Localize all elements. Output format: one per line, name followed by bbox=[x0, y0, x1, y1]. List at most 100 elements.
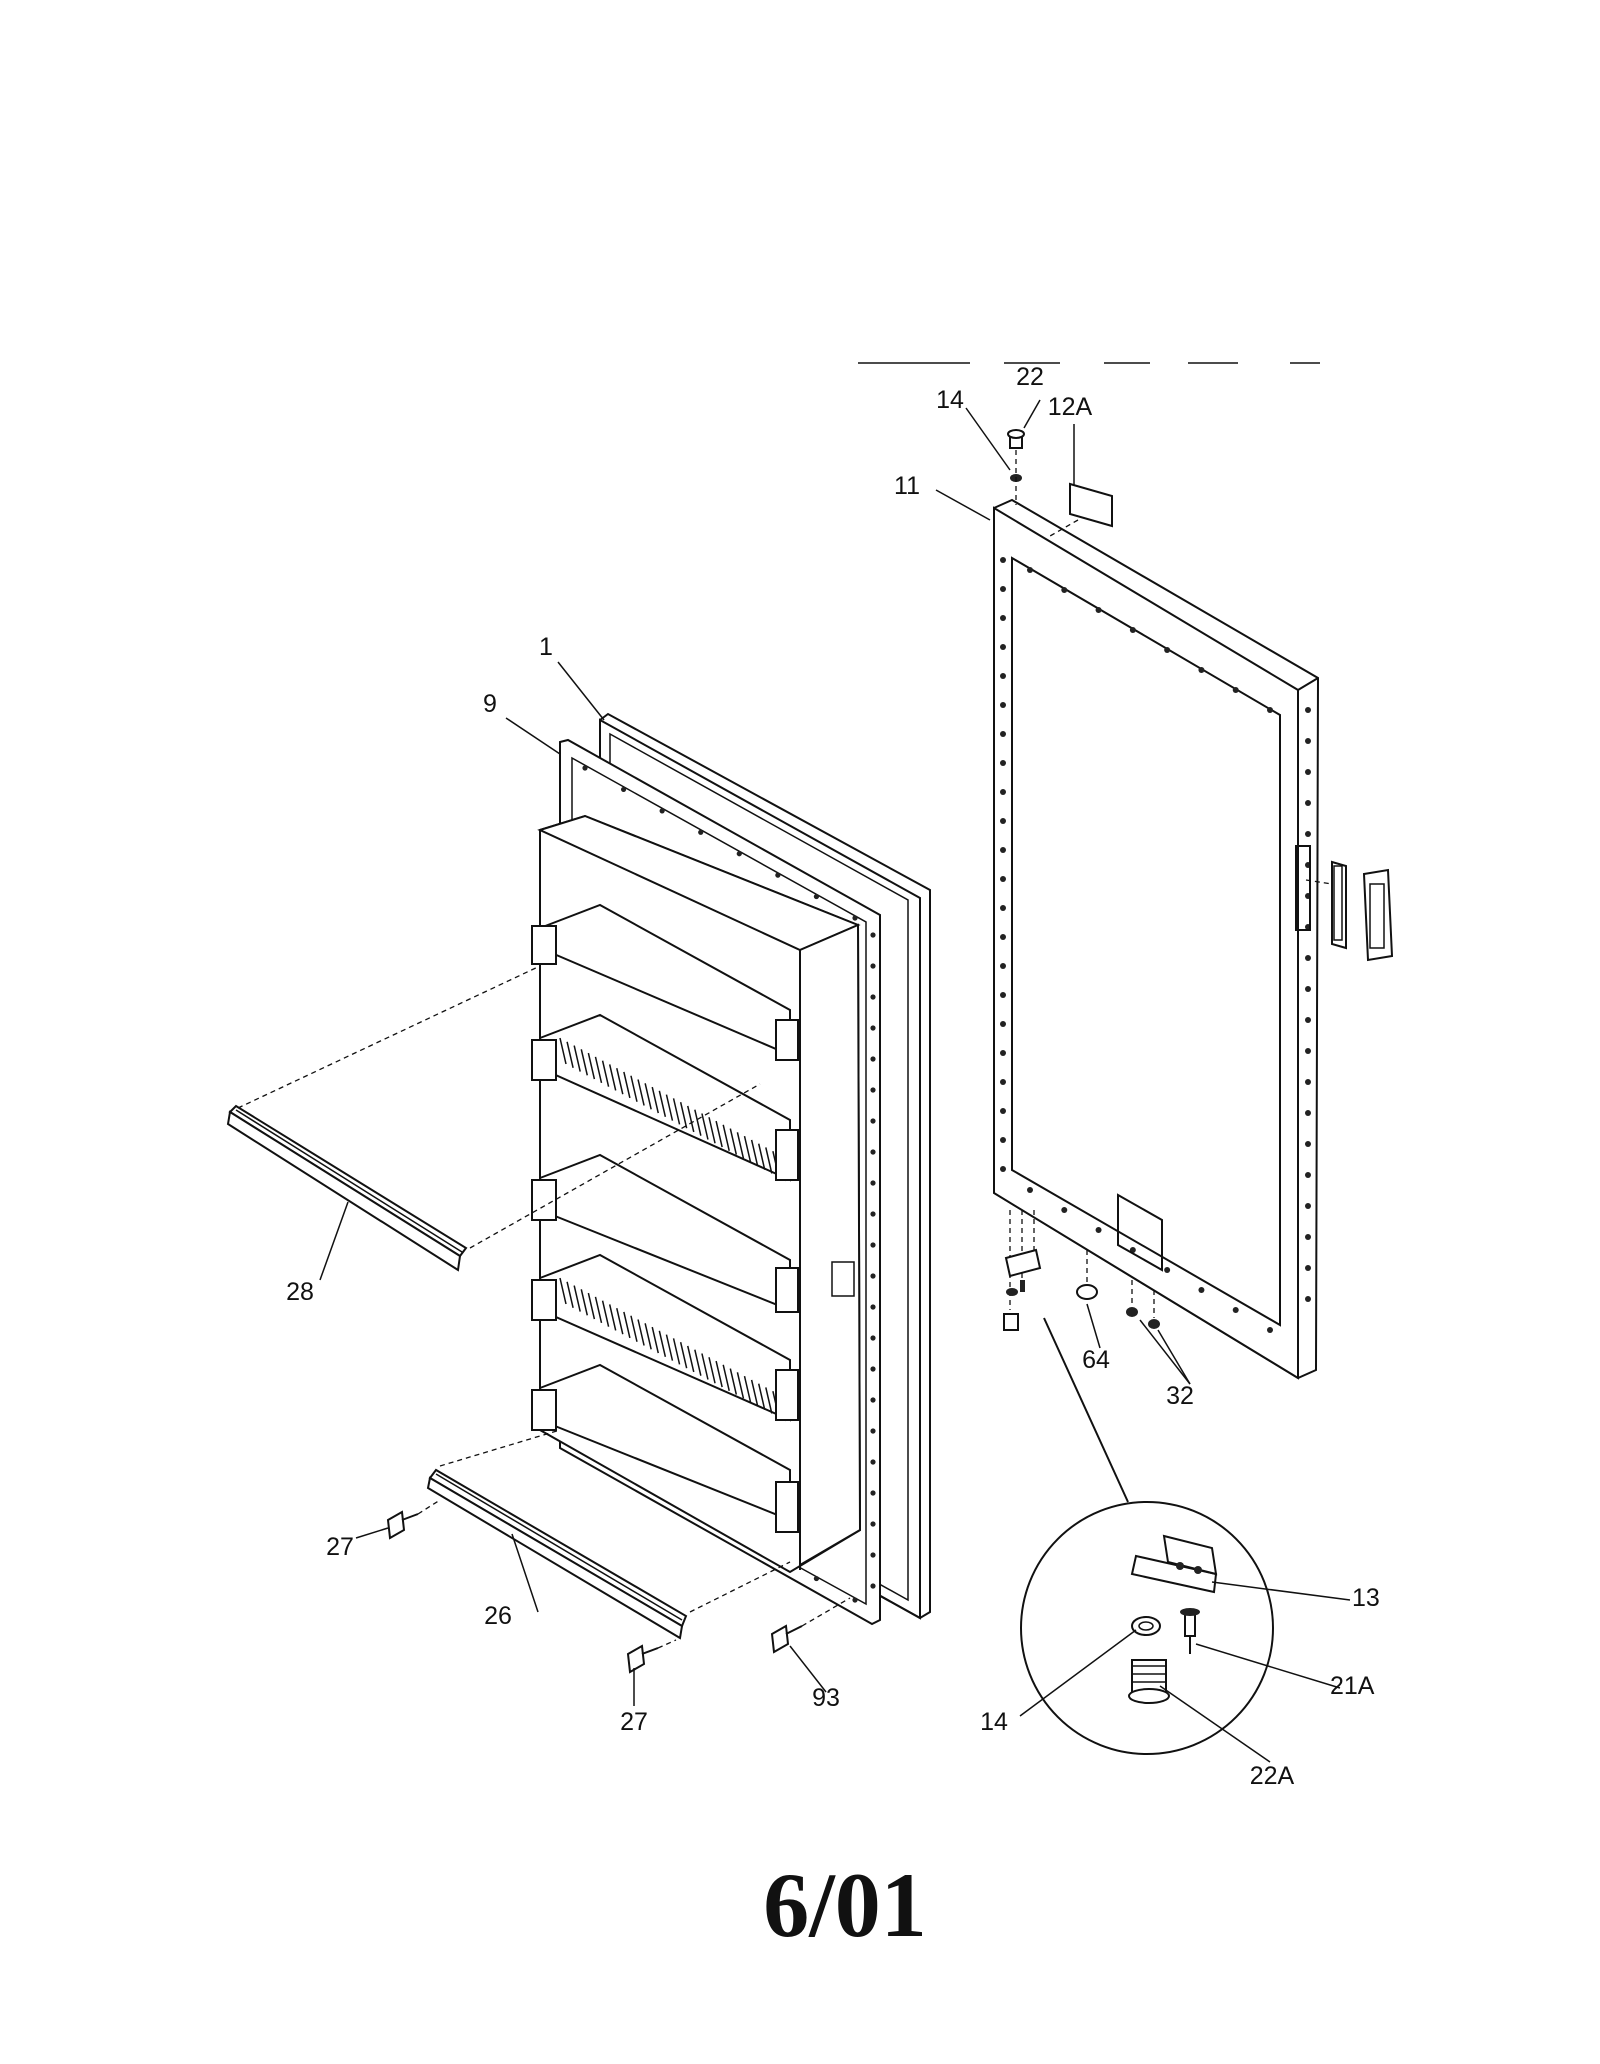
shelf-rib bbox=[757, 1143, 766, 1170]
shelf-rib bbox=[608, 1064, 617, 1091]
shelf-rib bbox=[573, 1045, 581, 1072]
shelf-rib bbox=[573, 1285, 581, 1312]
shelf-rib bbox=[687, 1345, 695, 1373]
screw-hole bbox=[870, 1118, 876, 1124]
callout-22A: 22A bbox=[1250, 1762, 1295, 1790]
callout-28: 28 bbox=[286, 1278, 314, 1306]
date-code: 6/01 bbox=[763, 1854, 927, 1956]
callout-27-left: 27 bbox=[326, 1533, 354, 1561]
screw-hole bbox=[1305, 707, 1311, 713]
screw-hole bbox=[1000, 789, 1006, 795]
screw-hole bbox=[1305, 769, 1311, 775]
screw-hole bbox=[870, 1459, 876, 1465]
shelf-rib bbox=[651, 1086, 659, 1114]
callout-21A: 21A bbox=[1330, 1672, 1375, 1700]
shelf-rib bbox=[722, 1124, 730, 1151]
screw-hole bbox=[1129, 627, 1136, 633]
shelf-rib bbox=[637, 1079, 645, 1106]
screw-hole bbox=[1000, 1079, 1006, 1085]
shelf-rib bbox=[616, 1308, 624, 1335]
screw-hole bbox=[1305, 1172, 1311, 1178]
detail-leader bbox=[1043, 1317, 1129, 1503]
screw-hole bbox=[1000, 586, 1006, 592]
shelf-rib bbox=[672, 1098, 681, 1125]
screw-hole bbox=[620, 786, 627, 793]
shelf-rib bbox=[715, 1360, 723, 1388]
shelf-rib bbox=[701, 1113, 709, 1140]
screw-hole bbox=[1267, 707, 1273, 713]
screw-hole bbox=[1164, 647, 1171, 653]
screw-hole bbox=[1305, 800, 1311, 806]
screw-hole bbox=[870, 1521, 876, 1527]
screw-hole bbox=[1232, 687, 1239, 693]
screw-hole bbox=[1305, 1296, 1311, 1302]
screw-hole bbox=[870, 1149, 876, 1155]
shelf-rib bbox=[580, 1289, 589, 1316]
callout-1: 1 bbox=[539, 633, 553, 661]
shelf-rib bbox=[750, 1379, 759, 1407]
detail-circle bbox=[1020, 1501, 1274, 1755]
screw-hole bbox=[852, 915, 858, 921]
shelf-rib bbox=[559, 1277, 567, 1305]
screw-hole bbox=[870, 963, 876, 969]
screws bbox=[386, 1499, 851, 1674]
handle-slot bbox=[1295, 845, 1311, 931]
screw-hole bbox=[813, 1575, 820, 1582]
shelf-rail-26 bbox=[426, 1429, 791, 1640]
shelf-rib bbox=[651, 1326, 659, 1354]
screw-hole bbox=[1305, 1017, 1311, 1023]
screw-hole bbox=[1305, 831, 1311, 837]
screw-hole bbox=[1027, 1187, 1033, 1193]
screw-hole bbox=[1000, 615, 1006, 621]
shelf-rib bbox=[608, 1304, 617, 1331]
screw-hole bbox=[1000, 876, 1006, 882]
shelf-rib bbox=[687, 1105, 695, 1133]
screw-hole bbox=[1000, 557, 1006, 563]
screw-hole bbox=[1000, 673, 1006, 679]
leader-lines bbox=[319, 399, 1351, 1763]
shelf-rib bbox=[587, 1052, 596, 1080]
callout-27-bottom: 27 bbox=[620, 1708, 648, 1736]
shelf-rib bbox=[658, 1090, 667, 1118]
screw-hole bbox=[1061, 587, 1068, 593]
screw-hole bbox=[1000, 847, 1006, 853]
screw-hole bbox=[870, 994, 876, 1000]
screw-hole bbox=[870, 1490, 876, 1496]
screw-hole bbox=[870, 1056, 876, 1062]
shelf-rib bbox=[672, 1338, 681, 1365]
callout-14-detail: 14 bbox=[980, 1708, 1008, 1736]
shelf-rib bbox=[679, 1101, 688, 1129]
shelf-rib bbox=[658, 1330, 667, 1358]
screw-hole bbox=[870, 1180, 876, 1186]
screw-hole bbox=[1305, 738, 1311, 744]
inner-door-panel bbox=[531, 814, 862, 1574]
screw-hole bbox=[698, 829, 704, 835]
screw-hole bbox=[870, 1304, 876, 1310]
shelf-rib bbox=[580, 1049, 589, 1076]
screw-hole bbox=[870, 1335, 876, 1341]
door-shelves bbox=[531, 903, 799, 1533]
shelf-rib bbox=[708, 1117, 716, 1144]
screw-hole bbox=[1232, 1307, 1239, 1313]
shelf-rib bbox=[644, 1083, 652, 1110]
screw-hole bbox=[852, 1597, 858, 1603]
screw-hole bbox=[870, 1397, 876, 1403]
screw-hole bbox=[1198, 667, 1205, 673]
outer-door-panel bbox=[993, 498, 1320, 1380]
shelf-rib bbox=[665, 1094, 674, 1121]
bottom-slot bbox=[1117, 1193, 1163, 1272]
screw-hole bbox=[870, 1552, 876, 1558]
screw-hole bbox=[1267, 1327, 1273, 1333]
screw-hole bbox=[1000, 760, 1006, 766]
screw-hole bbox=[659, 808, 665, 814]
shelf-rib bbox=[630, 1075, 638, 1102]
screw-hole bbox=[1000, 644, 1006, 650]
callout-9: 9 bbox=[483, 690, 497, 718]
screw-hole bbox=[1198, 1287, 1205, 1293]
shelf-rib bbox=[559, 1037, 567, 1065]
callout-11: 11 bbox=[894, 472, 920, 500]
screw-hole bbox=[1000, 905, 1006, 911]
callout-14-top: 14 bbox=[936, 386, 964, 414]
callout-32: 32 bbox=[1166, 1382, 1194, 1410]
